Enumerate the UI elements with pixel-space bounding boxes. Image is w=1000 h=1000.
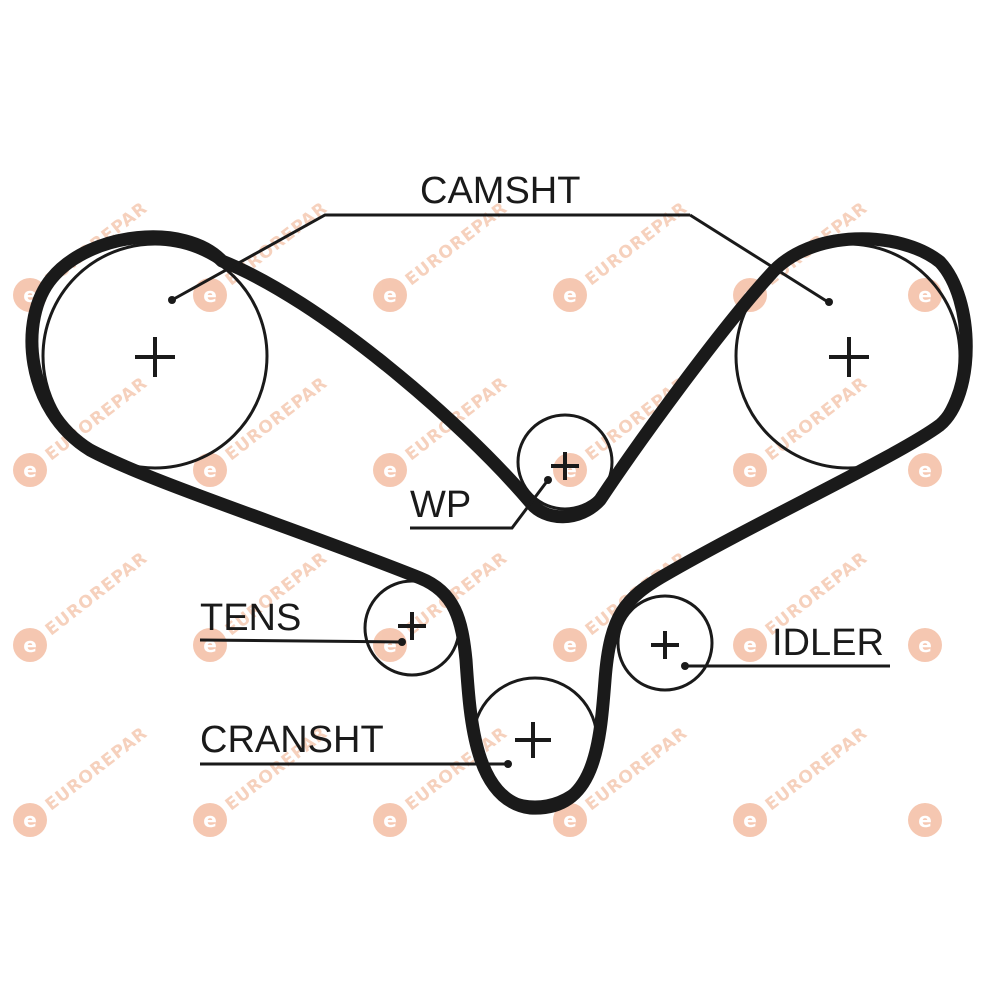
water-pump-label: WP — [410, 484, 471, 526]
watermark-badge: e — [908, 803, 942, 837]
watermark-badge-icon — [13, 453, 47, 487]
watermark-brand-text: EUROREPAR — [42, 723, 152, 815]
watermark-badge-letter: e — [203, 808, 217, 832]
watermark-badge-icon — [373, 628, 407, 662]
watermark-badge-icon — [553, 803, 587, 837]
crankshaft-label: CRANSHT — [200, 719, 384, 761]
leader-lines — [171, 213, 890, 766]
watermark-badge-letter: e — [743, 808, 757, 832]
watermark-badge-icon — [193, 453, 227, 487]
tensioner-leader — [199, 638, 403, 644]
idler-label: IDLER — [772, 622, 884, 664]
watermark-badge-icon — [193, 628, 227, 662]
crankshaft-dot — [504, 760, 512, 768]
camshaft-label: CAMSHT — [420, 170, 580, 212]
watermark-badge-icon — [553, 453, 587, 487]
watermark-badge-letter: e — [563, 808, 577, 832]
water-pump-dot — [544, 476, 552, 484]
left-camshaft-pulley — [41, 242, 269, 470]
watermark-badge-letter: e — [203, 458, 217, 482]
watermark-badge-icon — [908, 453, 942, 487]
watermark-badge-letter: e — [383, 458, 397, 482]
watermark-brand-text: EUROREPAR — [42, 548, 152, 640]
watermark-badge-icon — [13, 803, 47, 837]
watermark-brand-text: EUROREPAR — [582, 198, 692, 290]
watermark-brand-text: EUROREPAR — [762, 723, 872, 815]
idler-center-cross — [651, 631, 679, 659]
tensioner-label: TENS — [200, 597, 301, 639]
watermark-badge-letter: e — [563, 633, 577, 657]
watermark-badge-icon — [373, 453, 407, 487]
right-camshaft-center-cross — [829, 337, 869, 377]
watermark-badge-letter: e — [743, 458, 757, 482]
idler-pulley — [616, 594, 714, 692]
watermark-badge: e — [908, 628, 942, 662]
watermark-brand-text: EUROREPAR — [402, 723, 512, 815]
watermark-badge-icon — [733, 453, 767, 487]
watermark-badge-letter: e — [918, 808, 932, 832]
timing-belt — [25, 230, 973, 815]
camshaft-left-leader — [171, 213, 690, 302]
watermark-badge-icon — [733, 803, 767, 837]
watermark-badge-icon — [908, 803, 942, 837]
watermark-badge-letter: e — [203, 283, 217, 307]
watermark-badge-icon — [373, 803, 407, 837]
watermark-badge-icon — [193, 278, 227, 312]
watermark-badge-letter: e — [918, 633, 932, 657]
watermark-badge-letter: e — [23, 633, 37, 657]
camshaft-right-dot — [825, 298, 833, 306]
watermark-badge-icon — [193, 803, 227, 837]
watermark-badge-letter: e — [383, 283, 397, 307]
left-camshaft-center-cross — [135, 337, 175, 377]
watermark-badge-letter: e — [918, 283, 932, 307]
watermark-badge: e — [908, 453, 942, 487]
center-marks — [135, 337, 869, 758]
watermark-badge-icon — [908, 278, 942, 312]
watermark-badge-icon — [553, 278, 587, 312]
idler-dot — [681, 662, 689, 670]
watermark-badge-letter: e — [563, 283, 577, 307]
watermark-badge: e — [908, 278, 942, 312]
watermark-brand-text: EUROREPAR — [222, 373, 332, 465]
watermark-brand-text: EUROREPAR — [222, 198, 332, 290]
watermark-badge-icon — [908, 628, 942, 662]
watermark-badge-icon — [373, 278, 407, 312]
camshaft-right-leader — [689, 213, 829, 304]
water-pump-pulley — [516, 413, 614, 511]
watermark-badge-icon — [553, 628, 587, 662]
water-pump-center-cross — [551, 452, 579, 480]
watermark-badge-icon — [733, 628, 767, 662]
tensioner-center-cross — [398, 612, 426, 640]
watermark-brand-text: EUROREPAR — [762, 373, 872, 465]
tensioner-dot — [398, 638, 406, 646]
crankshaft-center-cross — [515, 722, 551, 758]
leader-dots — [168, 296, 833, 768]
watermark-badge-letter: e — [383, 633, 397, 657]
watermark-badge-letter: e — [918, 458, 932, 482]
pulleys — [41, 242, 962, 804]
watermark-badge-icon — [13, 628, 47, 662]
watermark-badge-letter: e — [383, 808, 397, 832]
water-pump-leader — [410, 479, 550, 530]
watermark-badge-letter: e — [743, 633, 757, 657]
watermark-badge-letter: e — [23, 458, 37, 482]
camshaft-left-dot — [168, 296, 176, 304]
watermark-badge-letter: e — [23, 808, 37, 832]
